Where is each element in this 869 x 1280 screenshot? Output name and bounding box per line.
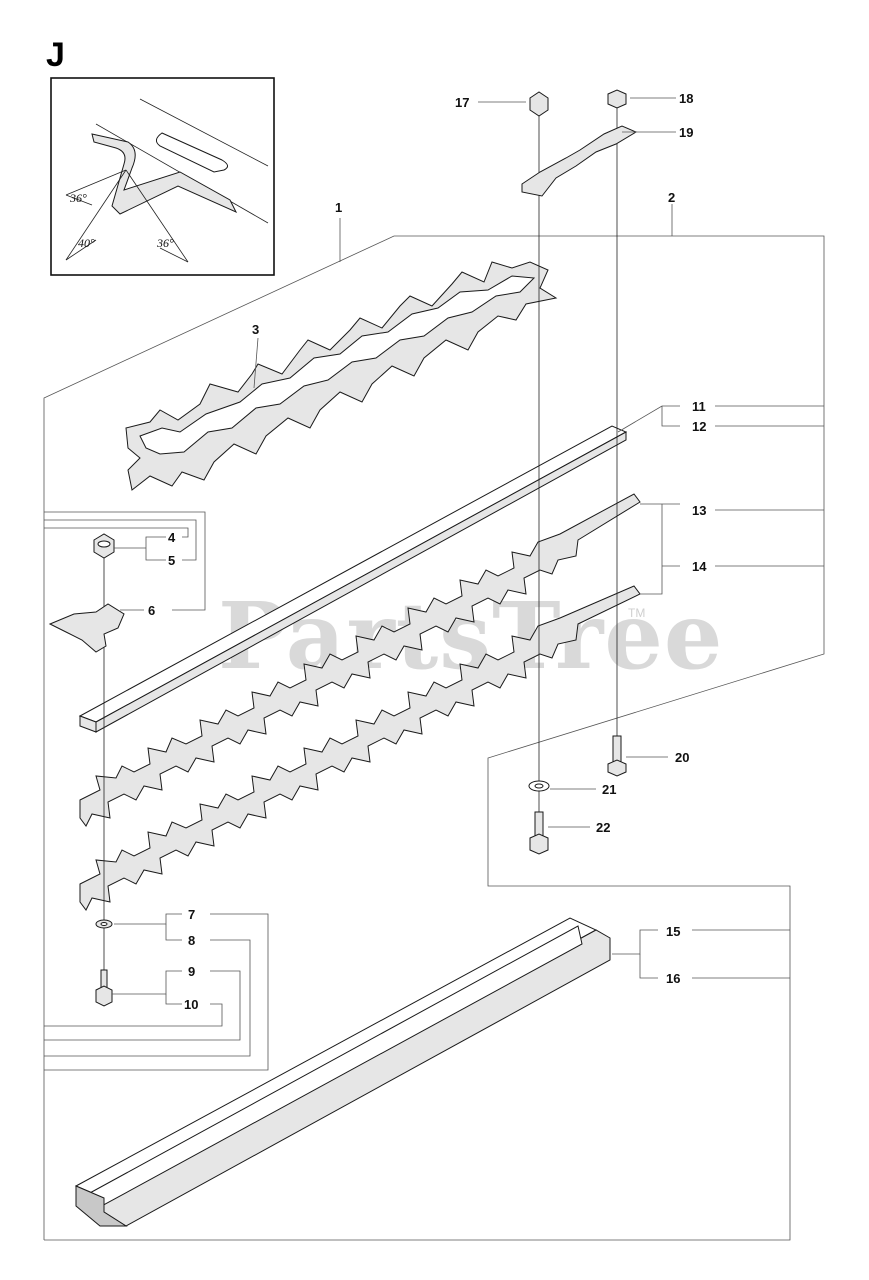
callout-14: 14: [692, 559, 707, 574]
callout-18: 18: [679, 91, 693, 106]
callout-8: 8: [188, 933, 195, 948]
angle-label: 40°: [78, 236, 95, 250]
callout-6: 6: [148, 603, 155, 618]
part-blade-upper: [79, 493, 641, 827]
callout-7: 7: [188, 907, 195, 922]
part-guide-bar: [78, 425, 628, 733]
callout-12: 12: [692, 419, 706, 434]
callout-15: 15: [666, 924, 680, 939]
callout-19: 19: [679, 125, 693, 140]
assembly-frames: [43, 204, 825, 1241]
callout-4: 4: [168, 530, 176, 545]
hardware-left: [48, 533, 125, 1007]
callout-20: 20: [675, 750, 689, 765]
callout-leaders: [112, 97, 824, 1005]
left-leaders: [44, 511, 269, 1071]
callout-16: 16: [666, 971, 680, 986]
callout-3: 3: [252, 322, 259, 337]
angle-label: 36°: [69, 191, 87, 205]
callout-11: 11: [692, 399, 706, 414]
callout-labels: 1 2 3 4 5 6 7 8 9 10 11 12 13 14 15 16 1…: [148, 91, 707, 1012]
callout-5: 5: [168, 553, 175, 568]
hardware-right: [521, 89, 638, 855]
watermark-trademark: TM: [628, 606, 645, 620]
callout-1: 1: [335, 200, 342, 215]
angle-label: 36°: [156, 236, 174, 250]
section-letter: J: [46, 36, 65, 74]
callout-21: 21: [602, 782, 616, 797]
callout-10: 10: [184, 997, 198, 1012]
part-blade-guard: [125, 261, 558, 491]
detail-inset: 36° 40° 36°: [50, 77, 275, 276]
callout-2: 2: [668, 190, 675, 205]
part-blade-lower: [79, 585, 641, 911]
callout-17: 17: [455, 95, 469, 110]
callout-22: 22: [596, 820, 610, 835]
callout-13: 13: [692, 503, 706, 518]
part-blade-cover: [74, 917, 611, 1227]
callout-9: 9: [188, 964, 195, 979]
